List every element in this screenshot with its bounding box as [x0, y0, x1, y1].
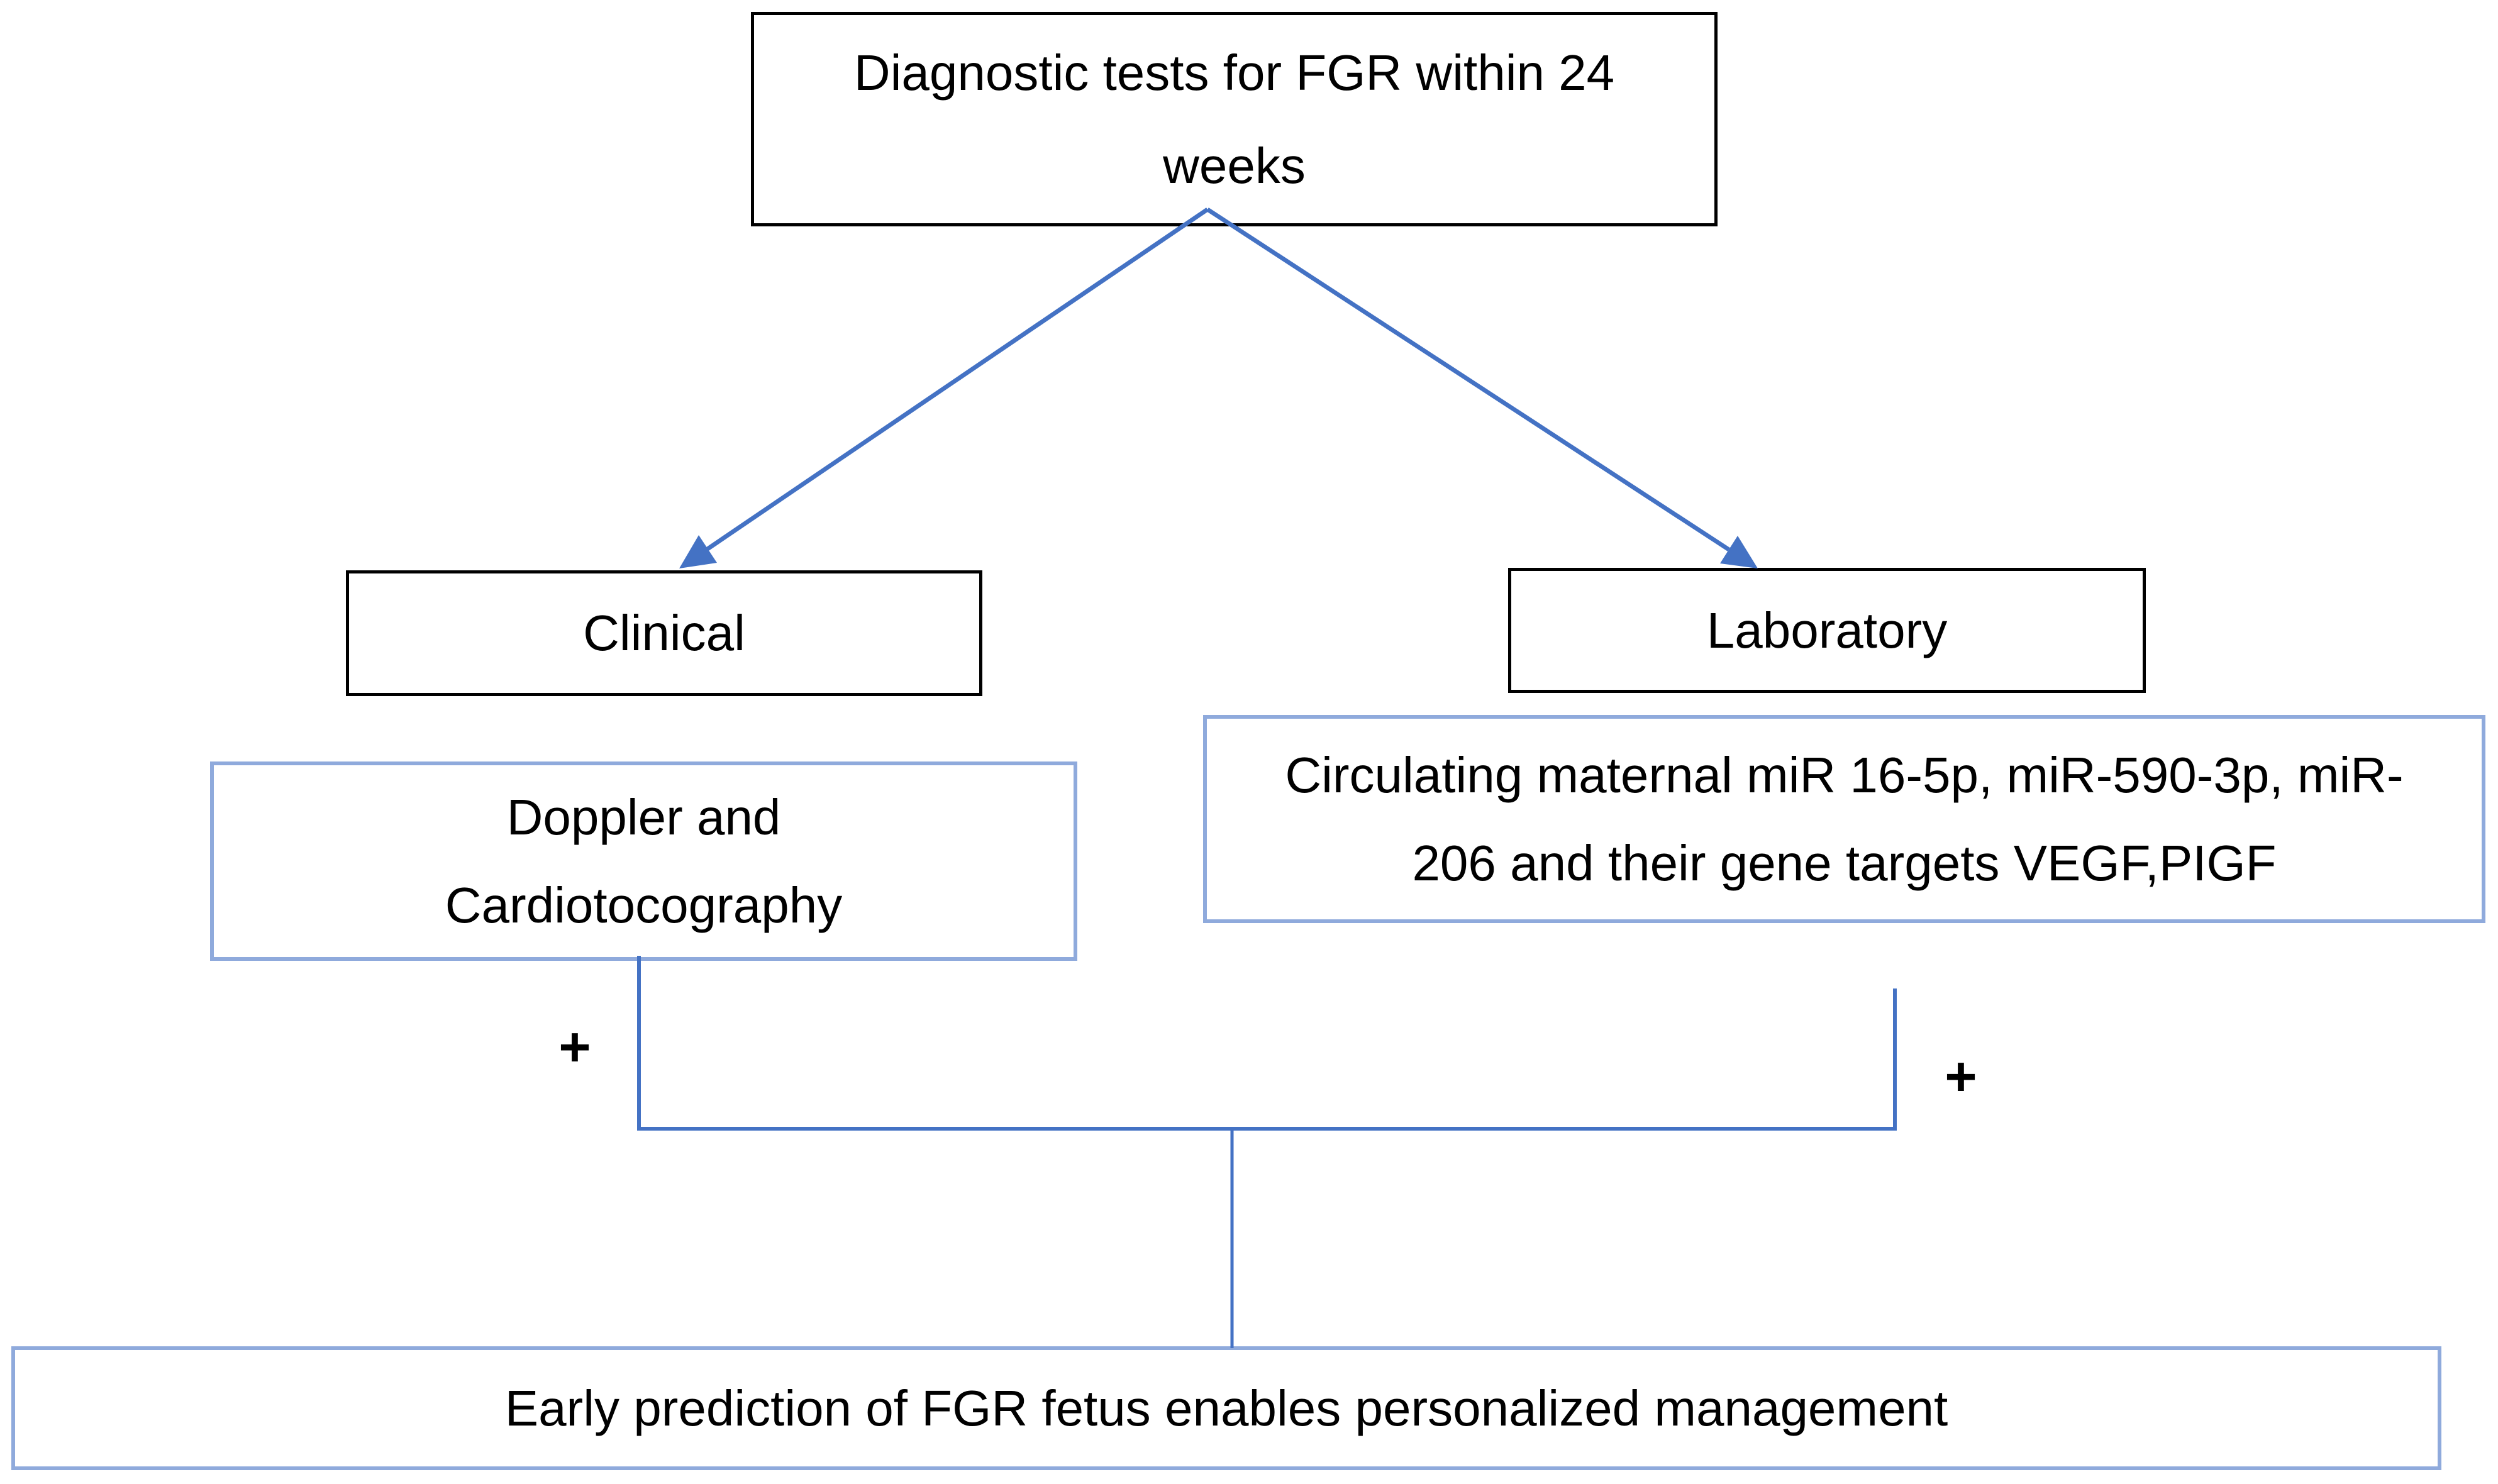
doppler-box-line2: Cardiotocography	[445, 877, 843, 933]
doppler-box-line1: Doppler and	[506, 789, 781, 845]
doppler-cardiotocography-box: Doppler and Cardiotocography	[210, 761, 1077, 961]
title-box-line2: weeks	[1163, 137, 1306, 194]
arrow-line-to-laboratory	[1206, 208, 1730, 551]
merge-elbow-connector	[637, 956, 1897, 1131]
arrow-line-to-clinical	[706, 208, 1209, 551]
circulating-mirna-box: Circulating maternal miR 16-5p, miR-590-…	[1203, 715, 2485, 923]
circulating-box-line2: 206 and their gene targets VEGF,PIGF	[1412, 834, 2277, 891]
arrowhead-to-clinical-icon	[679, 535, 717, 568]
arrowhead-to-laboratory-icon	[1720, 536, 1758, 568]
clinical-box: Clinical	[346, 570, 982, 696]
plus-sign-right: +	[1945, 1045, 1977, 1107]
plus-sign-left: +	[558, 1016, 591, 1078]
laboratory-box-label: Laboratory	[1706, 602, 1948, 658]
title-box: Diagnostic tests for FGR within 24 weeks	[751, 12, 1718, 226]
title-box-line1: Diagnostic tests for FGR within 24	[853, 44, 1615, 101]
circulating-box-line1: Circulating maternal miR 16-5p, miR-590-…	[1285, 746, 2404, 803]
outcome-box-label: Early prediction of FGR fetus enables pe…	[504, 1380, 1948, 1436]
clinical-box-label: Clinical	[583, 605, 745, 661]
outcome-box: Early prediction of FGR fetus enables pe…	[11, 1346, 2441, 1470]
laboratory-box: Laboratory	[1508, 568, 2146, 693]
